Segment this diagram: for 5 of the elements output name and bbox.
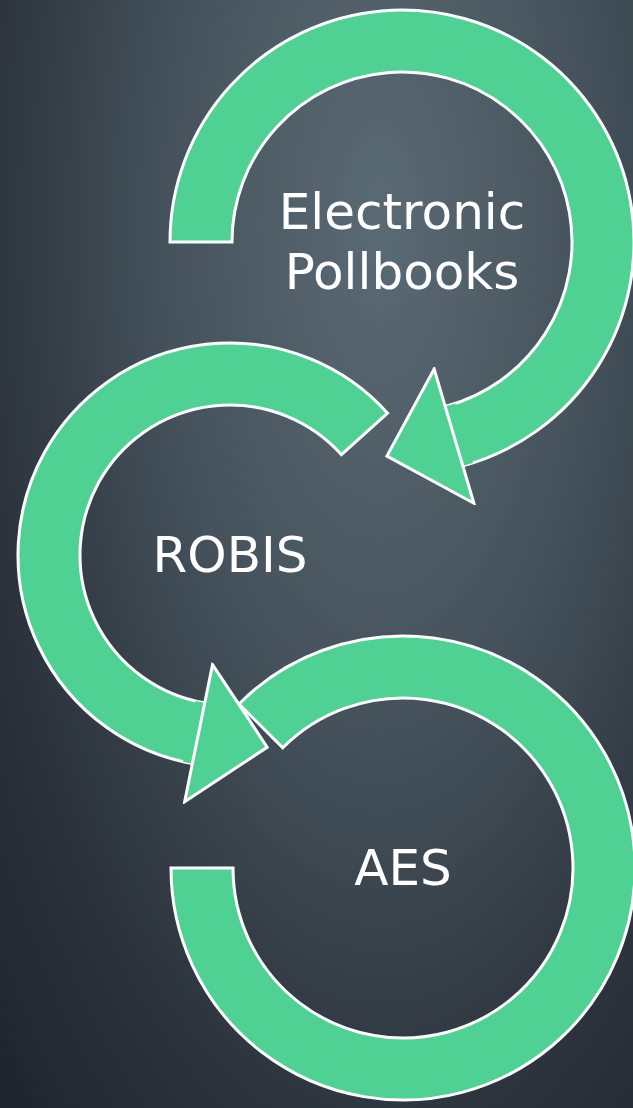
node-label: Electronic Pollbooks bbox=[277, 182, 527, 302]
node-label: AES bbox=[353, 838, 453, 898]
arrow-head bbox=[183, 663, 269, 804]
node-label: ROBIS bbox=[151, 525, 309, 585]
arrow-head bbox=[385, 367, 476, 505]
